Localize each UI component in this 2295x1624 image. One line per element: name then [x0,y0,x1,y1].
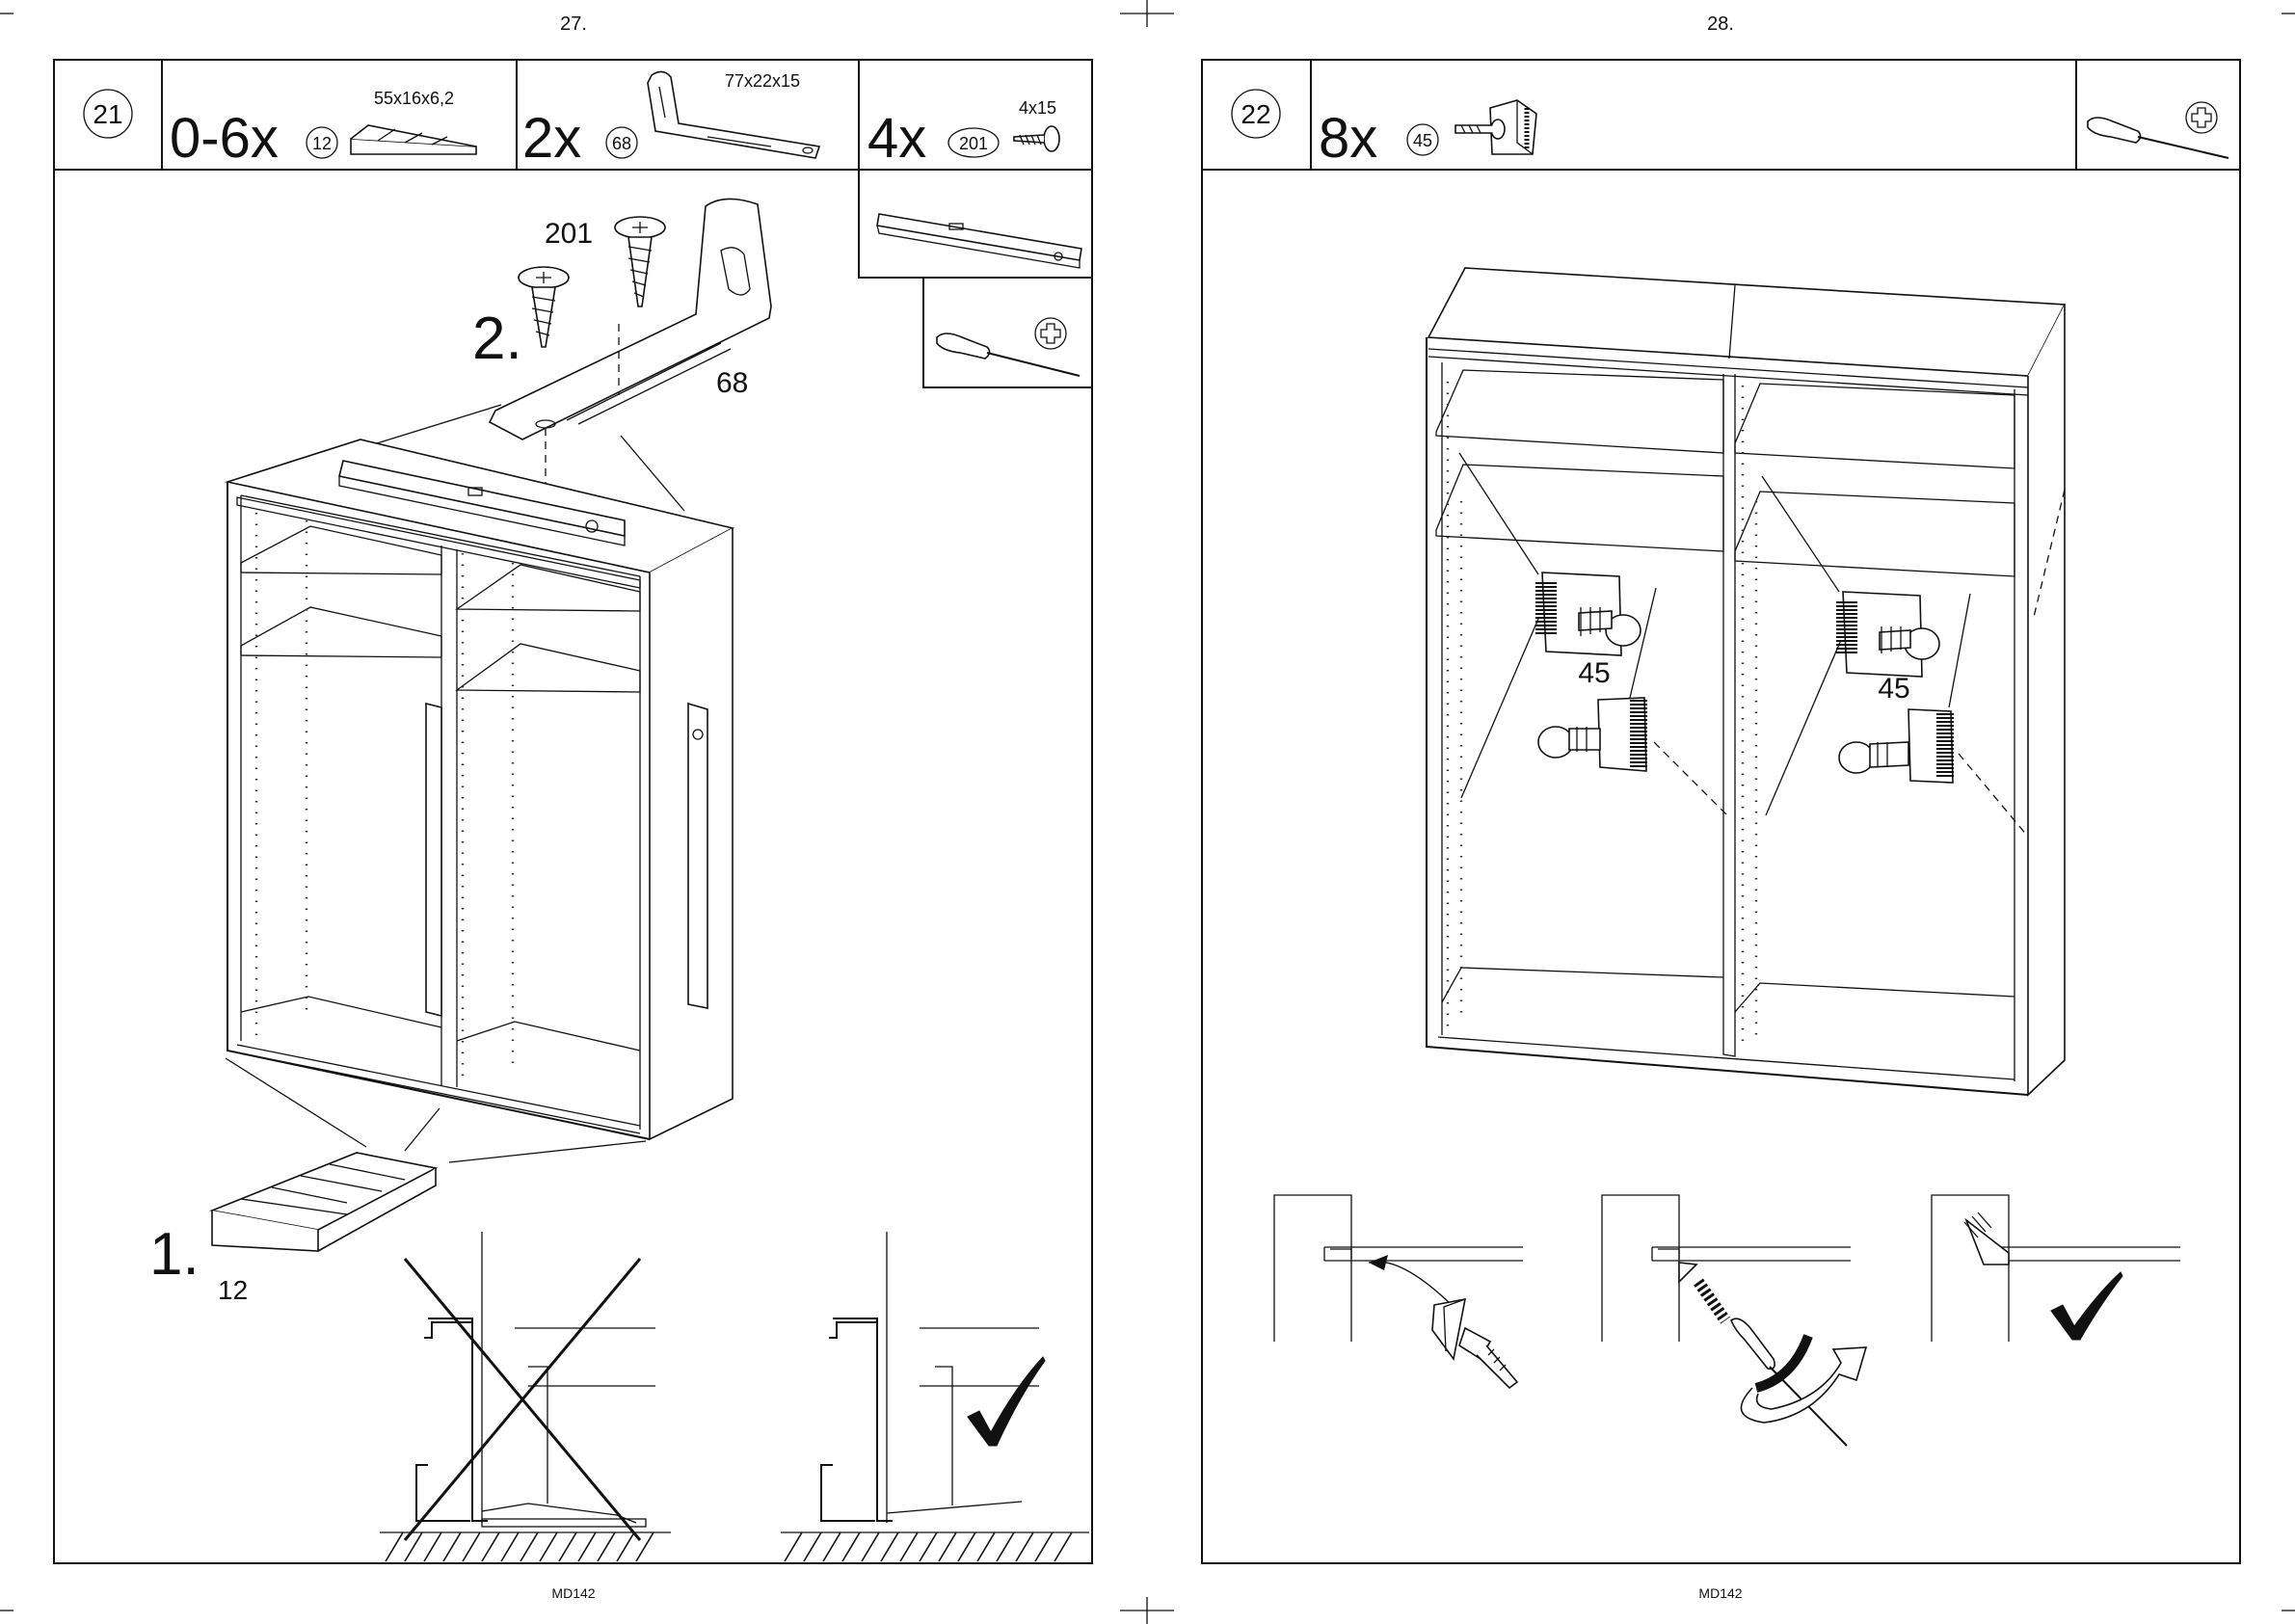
part-dimensions: 4x15 [1019,98,1056,118]
part-quantity: 0-6x [170,107,279,170]
step-number-badge: 22 [1232,90,1280,138]
part-number: 12 [312,134,332,153]
floor-hatch [781,1532,1089,1561]
part-item-screw: 4x 201 4x15 [867,98,1059,170]
part-number: 45 [1413,131,1432,150]
part-number: 68 [612,134,631,153]
connector-callout-label: 45 [1578,657,1610,689]
checkmark-icon [2051,1272,2122,1340]
screw-callout-label: 201 [545,218,593,250]
connector-callout-right: 45 [1762,476,2065,837]
wedge-drawing [212,1058,646,1251]
page-left: 21 0-6x 12 55x16x6,2 2x 68 77x22x15 [54,60,1092,1563]
floor-hatch [380,1532,671,1561]
sub-step-2-label: 2. [472,306,522,372]
part-dimensions: 77x22x15 [725,71,800,91]
wedge-icon [351,125,476,154]
part-quantity: 4x [867,107,926,170]
part-quantity: 8x [1319,107,1377,170]
step-number: 21 [93,99,122,129]
part-item-wedge: 0-6x 12 55x16x6,2 [170,89,476,170]
step-number-badge: 21 [84,90,132,138]
sequence-insert-connector [1274,1195,1523,1388]
wardrobe-carcass-right [1427,268,2065,1095]
bracket-callout-label: 68 [716,367,748,399]
sequence-correct-result [1932,1195,2180,1342]
screw-icon [1014,126,1059,151]
part-quantity: 2x [522,107,581,170]
spirit-level-icon [877,214,1081,268]
part-number: 201 [959,134,988,153]
cam-connector-icon [1455,100,1536,154]
detail-correct [781,1232,1089,1561]
phillips-screwdriver-icon [937,318,1080,376]
connector-callout-label: 45 [1878,673,1909,705]
detail-incorrect [380,1232,671,1561]
cross-mark-icon [405,1259,640,1540]
wardrobe-carcass-left [227,439,733,1139]
part-item-cam-connector: 8x 45 [1319,100,1536,170]
checkmark-icon [968,1357,1045,1446]
page-right: 22 8x 45 [1202,60,2240,1563]
connector-callout-left: 45 [1459,453,1727,815]
sequence-screw-in-connector [1602,1195,1866,1446]
step-number: 22 [1241,99,1270,129]
part-item-bracket: 2x 68 77x22x15 [522,71,819,170]
sub-step-1-label: 1. [149,1221,200,1288]
wedge-callout-label: 12 [218,1275,248,1305]
phillips-screwdriver-icon [2088,102,2228,158]
part-dimensions: 55x16x6,2 [374,89,454,108]
